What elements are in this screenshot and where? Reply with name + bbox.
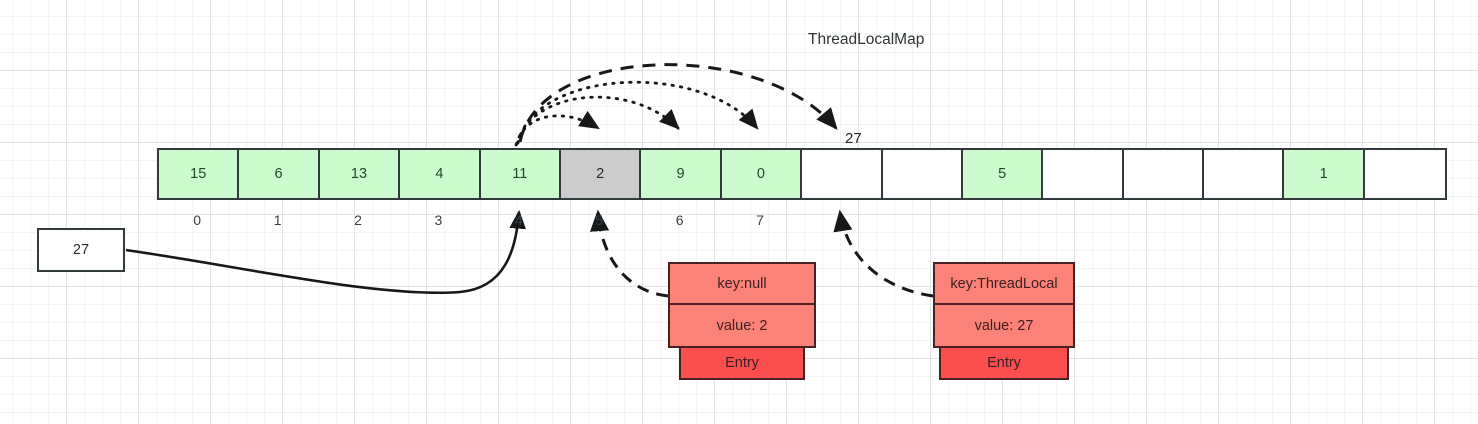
entry-key-row: key:null [670, 264, 814, 305]
cell-value: 13 [350, 166, 368, 182]
entry-footer-label: Entry [939, 348, 1069, 380]
index-label-5: 5 [595, 212, 604, 228]
index-label-1: 1 [273, 212, 282, 228]
table-cell-2[interactable]: 13 [319, 150, 401, 198]
table-cell-13[interactable] [1204, 150, 1285, 198]
table-cell-7[interactable]: 0 [721, 150, 803, 198]
cell-value: 4 [435, 166, 444, 182]
source-value-box[interactable]: 27 [37, 228, 125, 272]
table-cell-4[interactable]: 11 [480, 150, 561, 198]
probe-arc-to-index7 [516, 80, 759, 145]
threadlocalmap-table: 15 6 13 4 11 2 9 0 5 1 [157, 148, 1448, 200]
index-label-6: 6 [675, 212, 684, 228]
cell-value: 11 [512, 166, 528, 182]
table-cell-0[interactable]: 15 [159, 150, 240, 198]
entry-kv-box: key:null value: 2 [668, 262, 816, 348]
entry-value-row: value: 27 [974, 317, 1034, 334]
probe-hash-label: 27 [845, 130, 862, 147]
entry-footer-label: Entry [679, 348, 805, 380]
table-cell-14[interactable]: 1 [1284, 150, 1365, 198]
table-cell-11[interactable] [1043, 150, 1124, 198]
index-label-4: 4 [514, 212, 523, 228]
probe-arc-to-index5 [514, 110, 600, 147]
entry-kv-box: key:ThreadLocal value: 27 [933, 262, 1075, 348]
page-title: ThreadLocalMap [808, 31, 925, 48]
table-cell-15[interactable] [1364, 150, 1446, 198]
table-cell-5[interactable]: 2 [560, 150, 642, 198]
table-cell-1[interactable]: 6 [239, 150, 320, 198]
cell-value: 6 [274, 166, 283, 182]
index-label-2: 2 [354, 212, 362, 228]
probe-arc-to-index8 [518, 63, 838, 143]
cell-value: 9 [676, 166, 685, 182]
entry-card-null-key[interactable]: key:null value: 2 Entry [668, 262, 816, 380]
entry-card-threadlocal-key[interactable]: key:ThreadLocal value: 27 Entry [933, 262, 1075, 380]
table-cell-9[interactable] [882, 150, 963, 198]
index-label-0: 0 [193, 212, 202, 228]
index-label-7: 7 [756, 212, 764, 228]
entry-2-to-index8-link [833, 209, 934, 298]
probe-arc-to-index6 [515, 95, 680, 146]
cell-value: 15 [190, 166, 207, 182]
table-cell-8[interactable] [802, 150, 883, 198]
cell-value: 0 [756, 166, 765, 182]
table-cell-6[interactable]: 9 [641, 150, 722, 198]
cell-value: 2 [596, 166, 605, 182]
table-cell-10[interactable]: 5 [962, 150, 1044, 198]
entry-key-row: key:ThreadLocal [935, 264, 1073, 305]
source-value-text: 27 [72, 242, 90, 258]
entry-value-row: value: 2 [716, 317, 768, 334]
cell-value: 5 [998, 166, 1007, 182]
index-label-3: 3 [434, 212, 443, 228]
table-cell-12[interactable] [1123, 150, 1205, 198]
table-cell-3[interactable]: 4 [400, 150, 481, 198]
cell-value: 1 [1319, 166, 1328, 182]
